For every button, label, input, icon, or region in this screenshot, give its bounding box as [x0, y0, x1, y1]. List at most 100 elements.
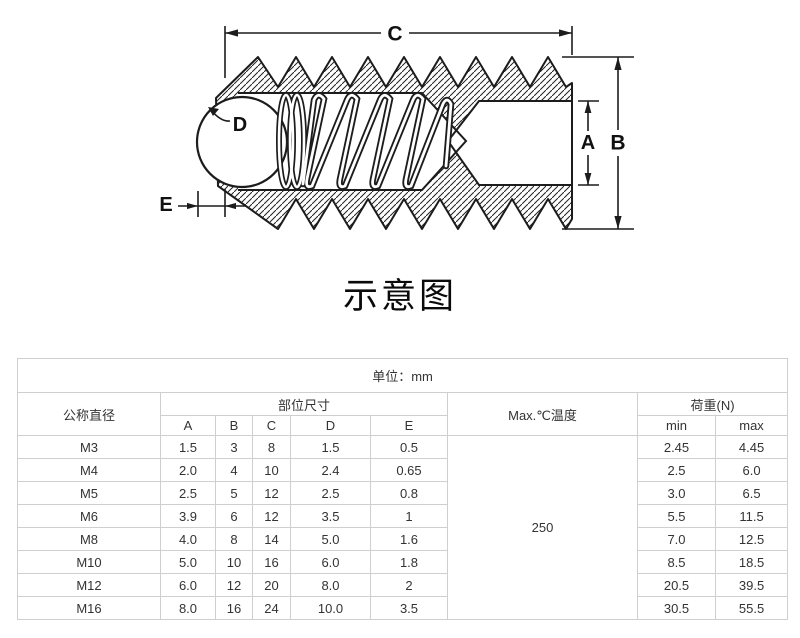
label-C: C: [387, 23, 402, 46]
table-row: M8 4.0 8 14 5.0 1.6 7.0 12.5: [17, 527, 789, 551]
cell-max: 39.5: [714, 573, 789, 597]
cell-D: 8.0: [290, 573, 371, 597]
spring-plunger-diagram: C B A D: [159, 23, 634, 230]
cell-B: 12: [215, 573, 253, 597]
cell-min: 20.5: [637, 573, 716, 597]
cell-C: 14: [252, 527, 291, 551]
dimension-A: [578, 100, 599, 186]
col-header-nominal: 公称直径: [17, 392, 161, 436]
cell-B: 16: [215, 596, 253, 620]
dimension-D: [208, 107, 231, 122]
cell-name: M4: [17, 458, 161, 482]
col-header-B: B: [215, 415, 253, 436]
cell-B: 10: [215, 550, 253, 574]
cell-B: 4: [215, 458, 253, 482]
header-group-row: 公称直径 部位尺寸 Max.℃温度 荷重(N): [17, 392, 789, 436]
cell-E: 1.8: [370, 550, 448, 574]
cell-name: M16: [17, 596, 161, 620]
table-row: M4 2.0 4 10 2.4 0.65 2.5 6.0: [17, 458, 789, 482]
col-header-load: 荷重(N): [636, 392, 789, 416]
col-header-A: A: [160, 415, 216, 436]
cell-max: 6.0: [714, 458, 789, 482]
cell-B: 5: [215, 481, 253, 505]
dimension-E: [178, 189, 246, 217]
cell-temp: 250: [447, 435, 638, 620]
cell-max: 55.5: [714, 596, 789, 620]
table-row: M3 1.5 3 8 1.5 0.5 250 2.45 4.45: [17, 435, 789, 620]
cell-A: 2.0: [160, 458, 216, 482]
unit-note: 单位：mm: [16, 358, 789, 393]
header-sub-row: A B C D E min max: [18, 415, 789, 436]
cell-name: M8: [17, 527, 161, 551]
cell-min: 2.45: [637, 435, 716, 459]
cell-name: M12: [17, 573, 161, 597]
cell-max: 11.5: [714, 504, 789, 528]
cell-A: 1.5: [160, 435, 216, 459]
cell-max: 12.5: [714, 527, 789, 551]
col-header-max: max: [714, 415, 789, 436]
cell-D: 10.0: [290, 596, 371, 620]
cell-E: 0.65: [370, 458, 448, 482]
table-row: M16 8.0 16 24 10.0 3.5 30.5 55.5: [17, 596, 789, 620]
label-D: D: [233, 114, 247, 136]
table-row: M5 2.5 5 12 2.5 0.8 3.0 6.5: [17, 481, 789, 505]
cell-A: 8.0: [160, 596, 216, 620]
dimension-C: [224, 26, 573, 78]
cell-E: 2: [370, 573, 448, 597]
cell-A: 3.9: [160, 504, 216, 528]
cell-C: 10: [252, 458, 291, 482]
dimension-B: [562, 56, 634, 230]
cell-B: 6: [215, 504, 253, 528]
spring: [276, 92, 455, 190]
cell-max: 6.5: [714, 481, 789, 505]
col-header-temp: Max.℃温度: [447, 392, 638, 436]
cell-D: 3.5: [290, 504, 371, 528]
col-header-D: D: [290, 415, 371, 436]
cell-D: 2.4: [290, 458, 371, 482]
cell-min: 7.0: [637, 527, 716, 551]
ball: [195, 95, 289, 189]
cell-E: 0.5: [370, 435, 448, 459]
cell-E: 1: [370, 504, 448, 528]
cell-D: 1.5: [290, 435, 371, 459]
cell-E: 3.5: [370, 596, 448, 620]
cell-name: M5: [17, 481, 161, 505]
col-header-C: C: [252, 415, 291, 436]
table-row: M6 3.9 6 12 3.5 1 5.5 11.5: [17, 504, 789, 528]
label-E: E: [159, 194, 172, 216]
cell-E: 0.8: [370, 481, 448, 505]
cell-B: 8: [215, 527, 253, 551]
cell-min: 30.5: [637, 596, 716, 620]
spec-table: 单位：mm 公称直径 部位尺寸 Max.℃温度 荷重(N) A B C D E …: [16, 358, 789, 620]
cell-C: 16: [252, 550, 291, 574]
unit-row: 单位：mm: [16, 358, 789, 393]
cell-C: 12: [252, 481, 291, 505]
cell-D: 2.5: [290, 481, 371, 505]
cell-min: 2.5: [637, 458, 716, 482]
cell-max: 4.45: [714, 435, 789, 459]
cell-C: 8: [252, 435, 291, 459]
cell-D: 6.0: [290, 550, 371, 574]
cell-name: M3: [17, 435, 161, 459]
cell-max: 18.5: [714, 550, 789, 574]
col-header-dimensions: 部位尺寸: [160, 392, 448, 416]
spring-cavity-outline: [238, 92, 468, 191]
table-row: M12 6.0 12 20 8.0 2 20.5 39.5: [17, 573, 789, 597]
col-header-E: E: [370, 415, 448, 436]
diagram-caption: 示意图: [342, 277, 457, 316]
cell-min: 8.5: [637, 550, 716, 574]
cell-A: 5.0: [160, 550, 216, 574]
cell-min: 3.0: [637, 481, 716, 505]
label-A: A: [581, 132, 595, 154]
cell-A: 4.0: [160, 527, 216, 551]
col-header-min: min: [637, 415, 716, 436]
cell-B: 3: [215, 435, 253, 459]
table-row: M10 5.0 10 16 6.0 1.8 8.5 18.5: [17, 550, 789, 574]
cell-A: 6.0: [160, 573, 216, 597]
cell-C: 20: [252, 573, 291, 597]
cell-D: 5.0: [290, 527, 371, 551]
cell-A: 2.5: [160, 481, 216, 505]
cell-min: 5.5: [637, 504, 716, 528]
cell-C: 24: [252, 596, 291, 620]
